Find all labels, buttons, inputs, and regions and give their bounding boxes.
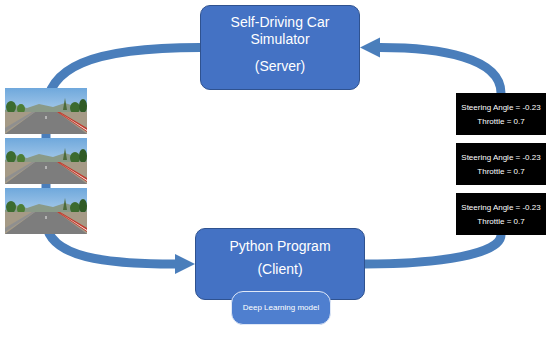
output-panel: Steering Angle = -0.23Throttle = 0.7 <box>456 193 546 235</box>
process-box: Python Program(Client)Deep Learning mode… <box>195 228 365 300</box>
node-title: Steering Angle = -0.23 <box>461 102 540 113</box>
flow-arrow <box>380 48 501 94</box>
node-subtitle: Throttle = 0.7 <box>477 116 524 127</box>
node-title: Steering Angle = -0.23 <box>461 202 540 213</box>
process-box: Self-Driving Car Simulator (Server) <box>200 5 360 90</box>
model-box: Deep Learning model <box>231 291 331 325</box>
node-subtitle: (Server) <box>255 58 306 75</box>
node-title: Self-Driving Car Simulator <box>205 14 355 48</box>
flow-arrow <box>365 235 501 264</box>
output-panel: Steering Angle = -0.23Throttle = 0.7 <box>456 93 546 135</box>
output-panel: Steering Angle = -0.23Throttle = 0.7 <box>456 143 546 185</box>
node-title: Deep Learning model <box>243 303 320 313</box>
node-subtitle: Throttle = 0.7 <box>477 216 524 227</box>
node-title: Python Program <box>229 238 330 255</box>
node-subtitle: Throttle = 0.7 <box>477 166 524 177</box>
node-title: Steering Angle = -0.23 <box>461 152 540 163</box>
node-subtitle: (Client) <box>257 261 302 278</box>
